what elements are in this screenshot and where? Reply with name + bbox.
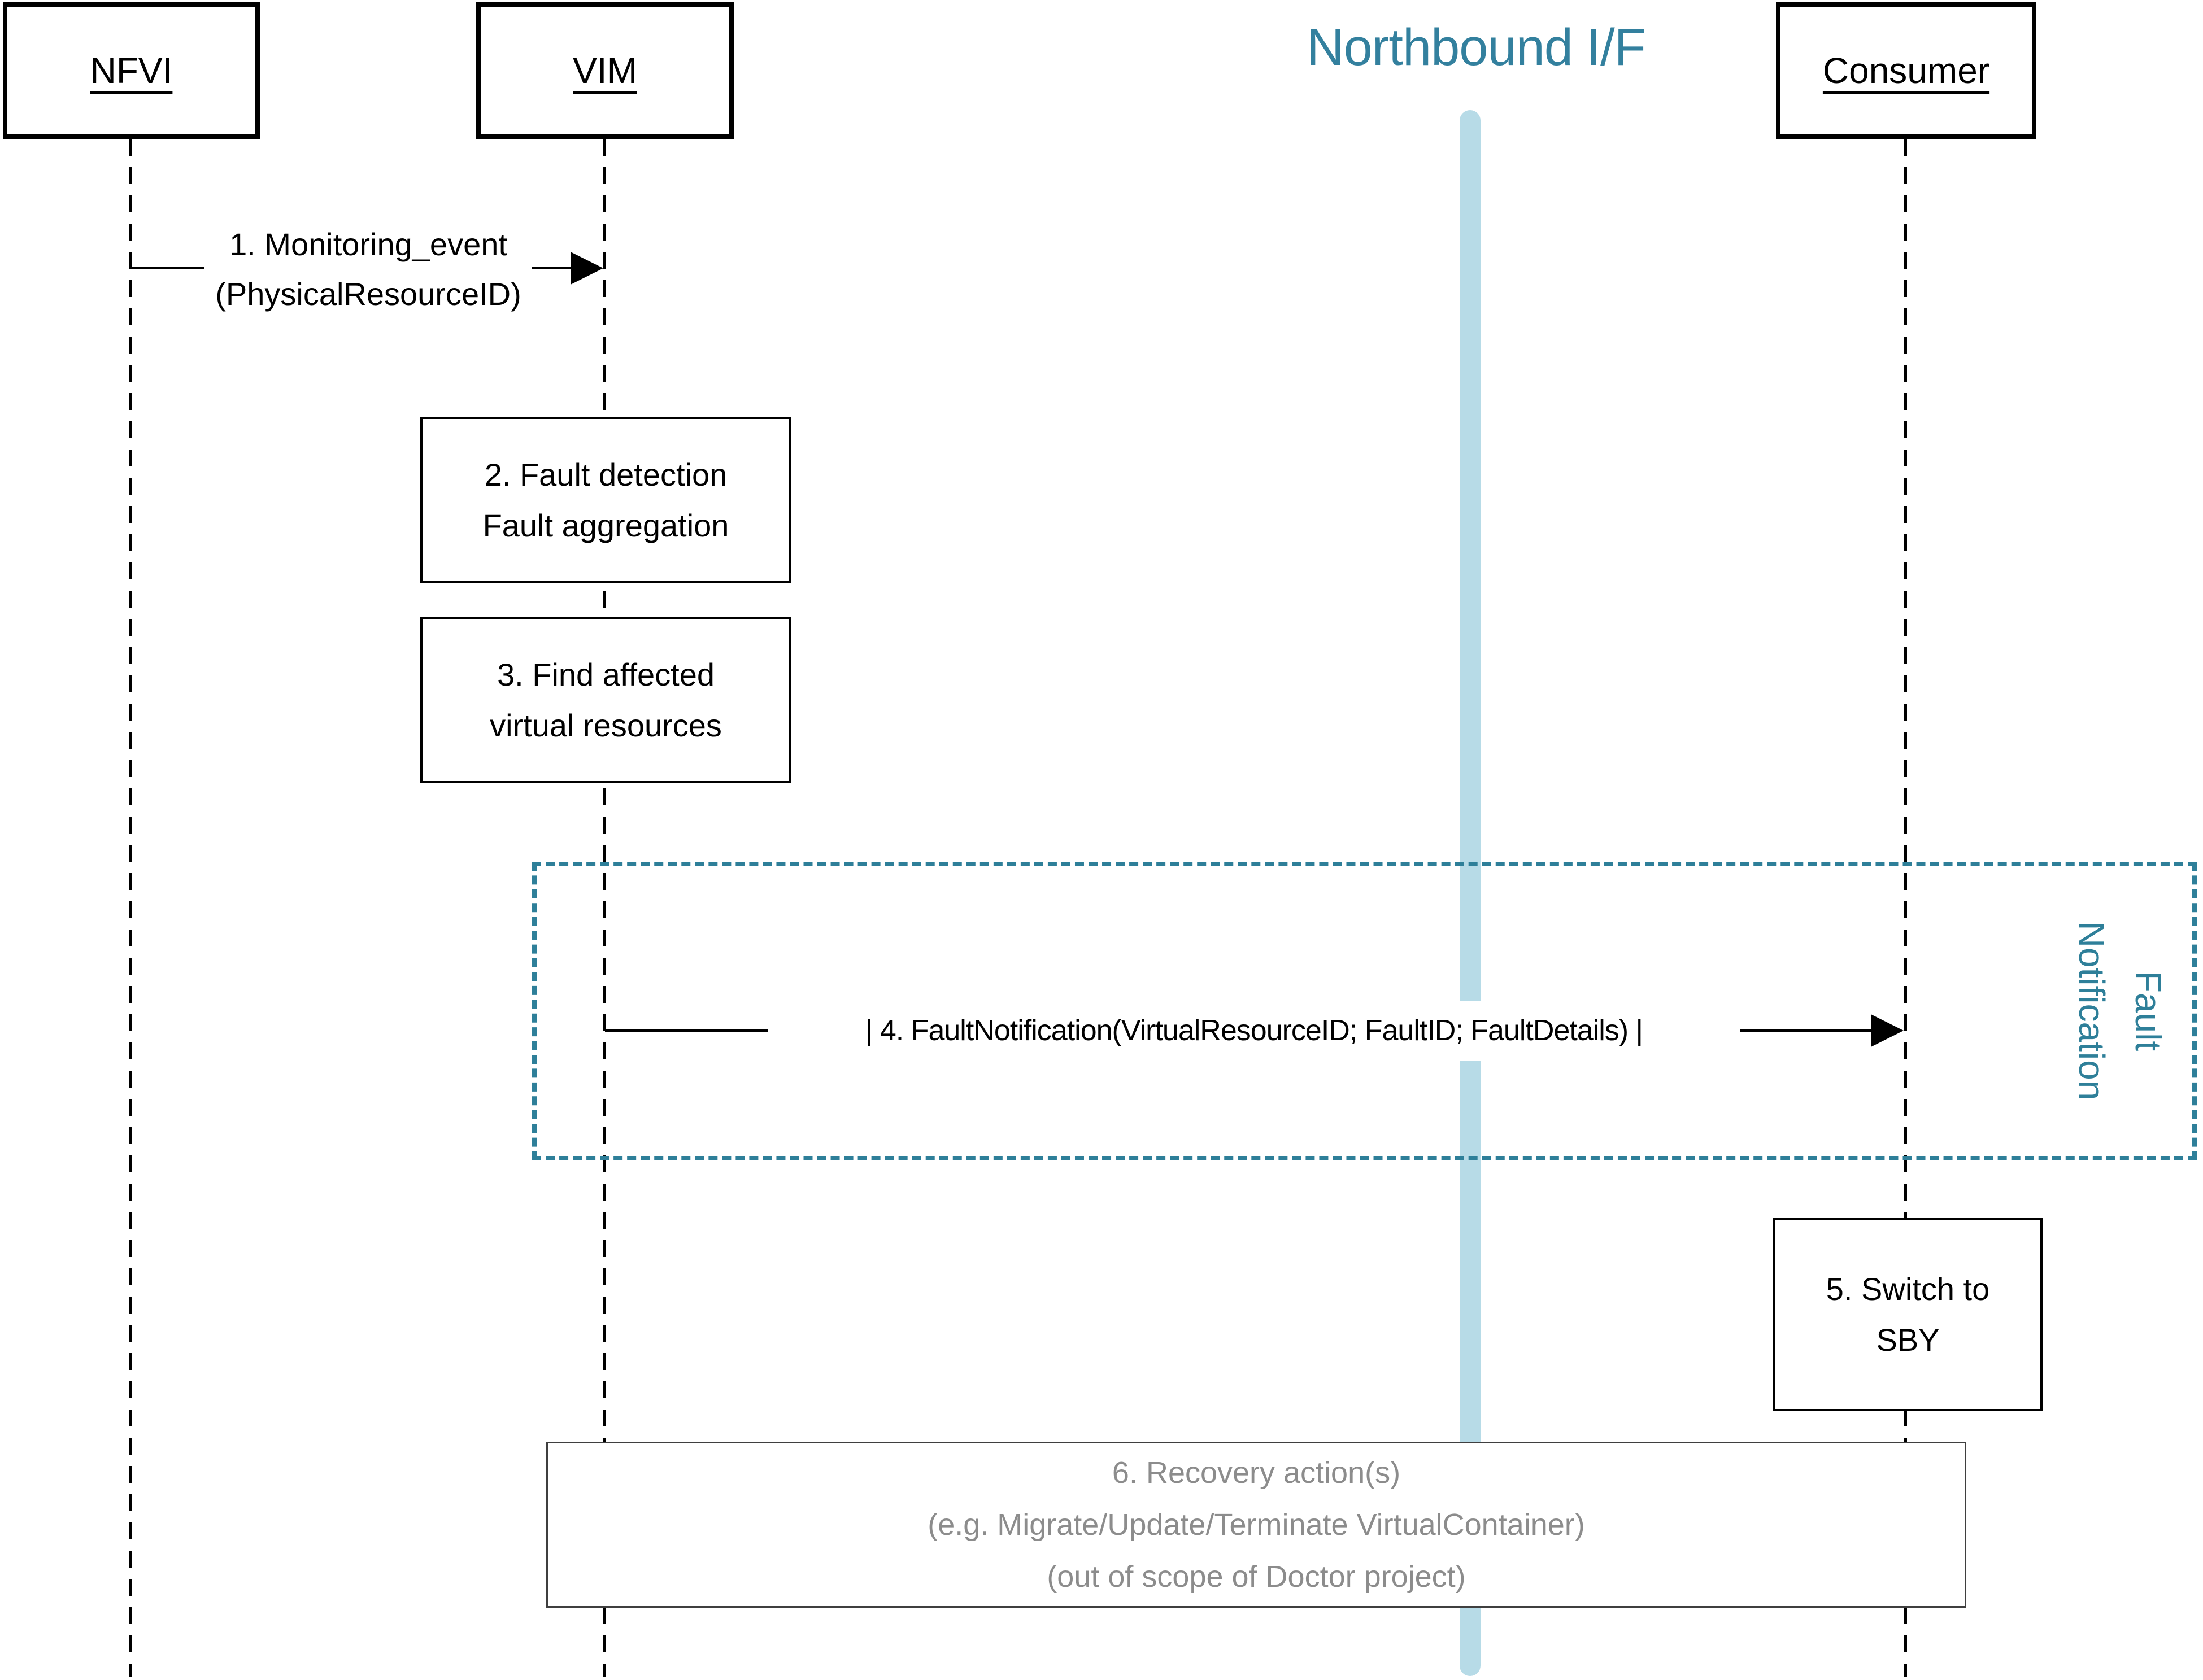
switch-to-sby-line1: 5. Switch to <box>1826 1271 1990 1307</box>
message-4-arrowhead-icon <box>1871 1014 1904 1047</box>
switch-to-sby-line2: SBY <box>1876 1321 1940 1358</box>
fault-notification-frame-label: Fault Notification <box>2063 922 2176 1101</box>
northbound-title: Northbound I/F <box>1307 19 1646 76</box>
fault-detection-line2: Fault aggregation <box>482 507 729 543</box>
message-1-label: 1. Monitoring_event (PhysicalResourceID) <box>204 213 532 326</box>
actor-box-nfvi: NFVI <box>3 2 260 139</box>
frame-label-line2: Notification <box>2071 921 2112 1101</box>
actor-label-consumer: Consumer <box>1822 50 1990 91</box>
recovery-action-line3: (out of scope of Doctor project) <box>1047 1560 1466 1594</box>
frame-label-line1: Fault <box>2128 970 2169 1051</box>
actor-box-vim: VIM <box>476 2 734 139</box>
recovery-action-line2: (e.g. Migrate/Update/Terminate VirtualCo… <box>928 1508 1585 1542</box>
recovery-action-line1: 6. Recovery action(s) <box>1112 1456 1401 1490</box>
message-1-label-line1: 1. Monitoring_event <box>229 226 507 262</box>
find-affected-line2: virtual resources <box>490 708 722 743</box>
message-1-arrowhead-icon <box>571 252 603 285</box>
recovery-action-box: 6. Recovery action(s) (e.g. Migrate/Upda… <box>546 1442 1966 1608</box>
lifeline-consumer <box>1904 139 1907 1677</box>
activity-box-find-affected: 3. Find affected virtual resources <box>420 617 791 783</box>
activity-box-fault-detection: 2. Fault detection Fault aggregation <box>420 417 791 583</box>
actor-box-consumer: Consumer <box>1776 2 2036 139</box>
northbound-interface-bar <box>1460 110 1481 1676</box>
actor-label-nfvi: NFVI <box>90 50 173 91</box>
message-1-label-line2: (PhysicalResourceID) <box>215 276 521 312</box>
message-4-label-text: | 4. FaultNotification(VirtualResourceID… <box>865 1014 1643 1047</box>
find-affected-line1: 3. Find affected <box>497 657 715 692</box>
fault-detection-line1: 2. Fault detection <box>484 456 728 492</box>
activity-box-switch-to-sby: 5. Switch to SBY <box>1773 1218 2043 1411</box>
actor-label-vim: VIM <box>573 50 637 91</box>
message-4-label: | 4. FaultNotification(VirtualResourceID… <box>768 1001 1740 1061</box>
lifeline-nfvi <box>129 139 132 1677</box>
fault-notification-frame <box>532 862 2197 1160</box>
lifeline-vim <box>603 139 606 1677</box>
